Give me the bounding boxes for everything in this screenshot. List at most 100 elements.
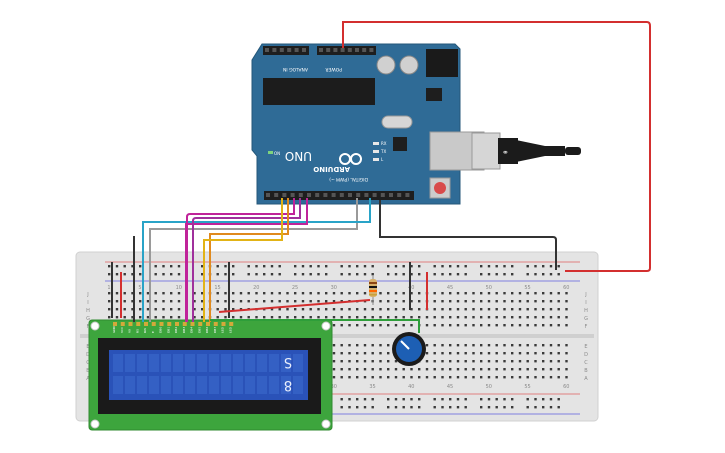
breadboard-hole[interactable] xyxy=(247,292,250,295)
lcd-pin[interactable] xyxy=(113,322,117,326)
breadboard-hole[interactable] xyxy=(348,398,351,401)
breadboard-hole[interactable] xyxy=(317,273,320,276)
breadboard-hole[interactable] xyxy=(263,265,266,268)
breadboard-hole[interactable] xyxy=(294,292,297,295)
breadboard-hole[interactable] xyxy=(542,265,545,268)
breadboard-hole[interactable] xyxy=(247,265,250,268)
breadboard-hole[interactable] xyxy=(177,273,181,276)
breadboard-hole[interactable] xyxy=(472,324,475,327)
breadboard-hole[interactable] xyxy=(232,308,235,311)
breadboard-hole[interactable] xyxy=(201,273,204,276)
breadboard-hole[interactable] xyxy=(480,316,483,319)
breadboard-hole[interactable] xyxy=(557,265,560,268)
breadboard-hole[interactable] xyxy=(286,292,289,295)
breadboard-hole[interactable] xyxy=(449,292,452,295)
header-pin[interactable] xyxy=(372,193,377,197)
breadboard-hole[interactable] xyxy=(340,352,343,355)
breadboard-hole[interactable] xyxy=(557,398,560,401)
arduino-uno-board[interactable]: ARDUINO UNO DIGITAL (PWM ~) ANALOG IN PO… xyxy=(251,43,485,205)
breadboard-hole[interactable] xyxy=(410,398,413,401)
breadboard-hole[interactable] xyxy=(224,265,227,268)
breadboard-hole[interactable] xyxy=(456,344,460,347)
header-pin[interactable] xyxy=(364,193,369,197)
breadboard-hole[interactable] xyxy=(363,316,367,319)
breadboard-hole[interactable] xyxy=(433,273,436,276)
breadboard-hole[interactable] xyxy=(371,406,374,409)
breadboard-hole[interactable] xyxy=(449,368,452,371)
breadboard-hole[interactable] xyxy=(356,308,359,311)
breadboard-hole[interactable] xyxy=(394,300,398,303)
breadboard-hole[interactable] xyxy=(425,376,429,379)
breadboard-hole[interactable] xyxy=(115,316,119,319)
breadboard-hole[interactable] xyxy=(139,316,142,319)
breadboard-hole[interactable] xyxy=(433,360,436,363)
breadboard-hole[interactable] xyxy=(394,398,398,401)
breadboard-hole[interactable] xyxy=(472,376,475,379)
breadboard-hole[interactable] xyxy=(449,324,452,327)
breadboard-hole[interactable] xyxy=(325,265,328,268)
breadboard-hole[interactable] xyxy=(309,300,312,303)
breadboard-hole[interactable] xyxy=(418,308,421,311)
breadboard-hole[interactable] xyxy=(270,292,274,295)
breadboard-hole[interactable] xyxy=(278,308,281,311)
header-pin[interactable] xyxy=(272,48,277,52)
breadboard-hole[interactable] xyxy=(557,352,560,355)
breadboard-hole[interactable] xyxy=(340,316,343,319)
breadboard-hole[interactable] xyxy=(394,360,398,363)
breadboard-hole[interactable] xyxy=(356,344,359,347)
breadboard-hole[interactable] xyxy=(534,352,537,355)
breadboard-hole[interactable] xyxy=(549,376,553,379)
breadboard-hole[interactable] xyxy=(387,360,390,363)
breadboard-hole[interactable] xyxy=(131,265,134,268)
breadboard-hole[interactable] xyxy=(410,368,413,371)
breadboard-hole[interactable] xyxy=(565,352,568,355)
reset-button-cap[interactable] xyxy=(434,182,446,194)
breadboard-hole[interactable] xyxy=(542,273,545,276)
breadboard-hole[interactable] xyxy=(487,273,491,276)
header-pin[interactable] xyxy=(339,193,344,197)
breadboard-hole[interactable] xyxy=(108,265,111,268)
breadboard-hole[interactable] xyxy=(503,376,506,379)
breadboard-hole[interactable] xyxy=(301,265,305,268)
header-pin[interactable] xyxy=(315,193,320,197)
breadboard-hole[interactable] xyxy=(464,324,467,327)
breadboard-hole[interactable] xyxy=(456,368,460,371)
breadboard-hole[interactable] xyxy=(480,292,483,295)
breadboard-hole[interactable] xyxy=(433,376,436,379)
breadboard-hole[interactable] xyxy=(534,344,537,347)
breadboard-hole[interactable] xyxy=(441,265,444,268)
breadboard-hole[interactable] xyxy=(480,360,483,363)
breadboard-hole[interactable] xyxy=(201,300,204,303)
breadboard-hole[interactable] xyxy=(379,376,382,379)
breadboard-hole[interactable] xyxy=(255,265,258,268)
breadboard-hole[interactable] xyxy=(115,300,119,303)
breadboard-hole[interactable] xyxy=(495,376,498,379)
breadboard-hole[interactable] xyxy=(542,368,545,371)
breadboard-hole[interactable] xyxy=(177,265,181,268)
breadboard-hole[interactable] xyxy=(139,265,142,268)
breadboard-hole[interactable] xyxy=(534,376,537,379)
breadboard-hole[interactable] xyxy=(340,368,343,371)
breadboard-hole[interactable] xyxy=(131,316,134,319)
breadboard-hole[interactable] xyxy=(387,308,390,311)
breadboard-hole[interactable] xyxy=(387,316,390,319)
breadboard-hole[interactable] xyxy=(394,316,398,319)
breadboard-hole[interactable] xyxy=(518,316,522,319)
breadboard-hole[interactable] xyxy=(487,292,491,295)
lcd-pin[interactable] xyxy=(175,322,179,326)
breadboard-hole[interactable] xyxy=(317,316,320,319)
breadboard-hole[interactable] xyxy=(518,360,522,363)
breadboard-hole[interactable] xyxy=(387,344,390,347)
breadboard-hole[interactable] xyxy=(170,308,173,311)
breadboard-hole[interactable] xyxy=(301,300,305,303)
breadboard-hole[interactable] xyxy=(340,300,343,303)
breadboard-hole[interactable] xyxy=(472,308,475,311)
breadboard-hole[interactable] xyxy=(441,398,444,401)
breadboard-hole[interactable] xyxy=(363,265,367,268)
lcd-pin[interactable] xyxy=(128,322,133,326)
breadboard-hole[interactable] xyxy=(503,360,506,363)
breadboard-hole[interactable] xyxy=(480,376,483,379)
breadboard-hole[interactable] xyxy=(472,300,475,303)
breadboard-hole[interactable] xyxy=(286,300,289,303)
breadboard-hole[interactable] xyxy=(542,406,545,409)
